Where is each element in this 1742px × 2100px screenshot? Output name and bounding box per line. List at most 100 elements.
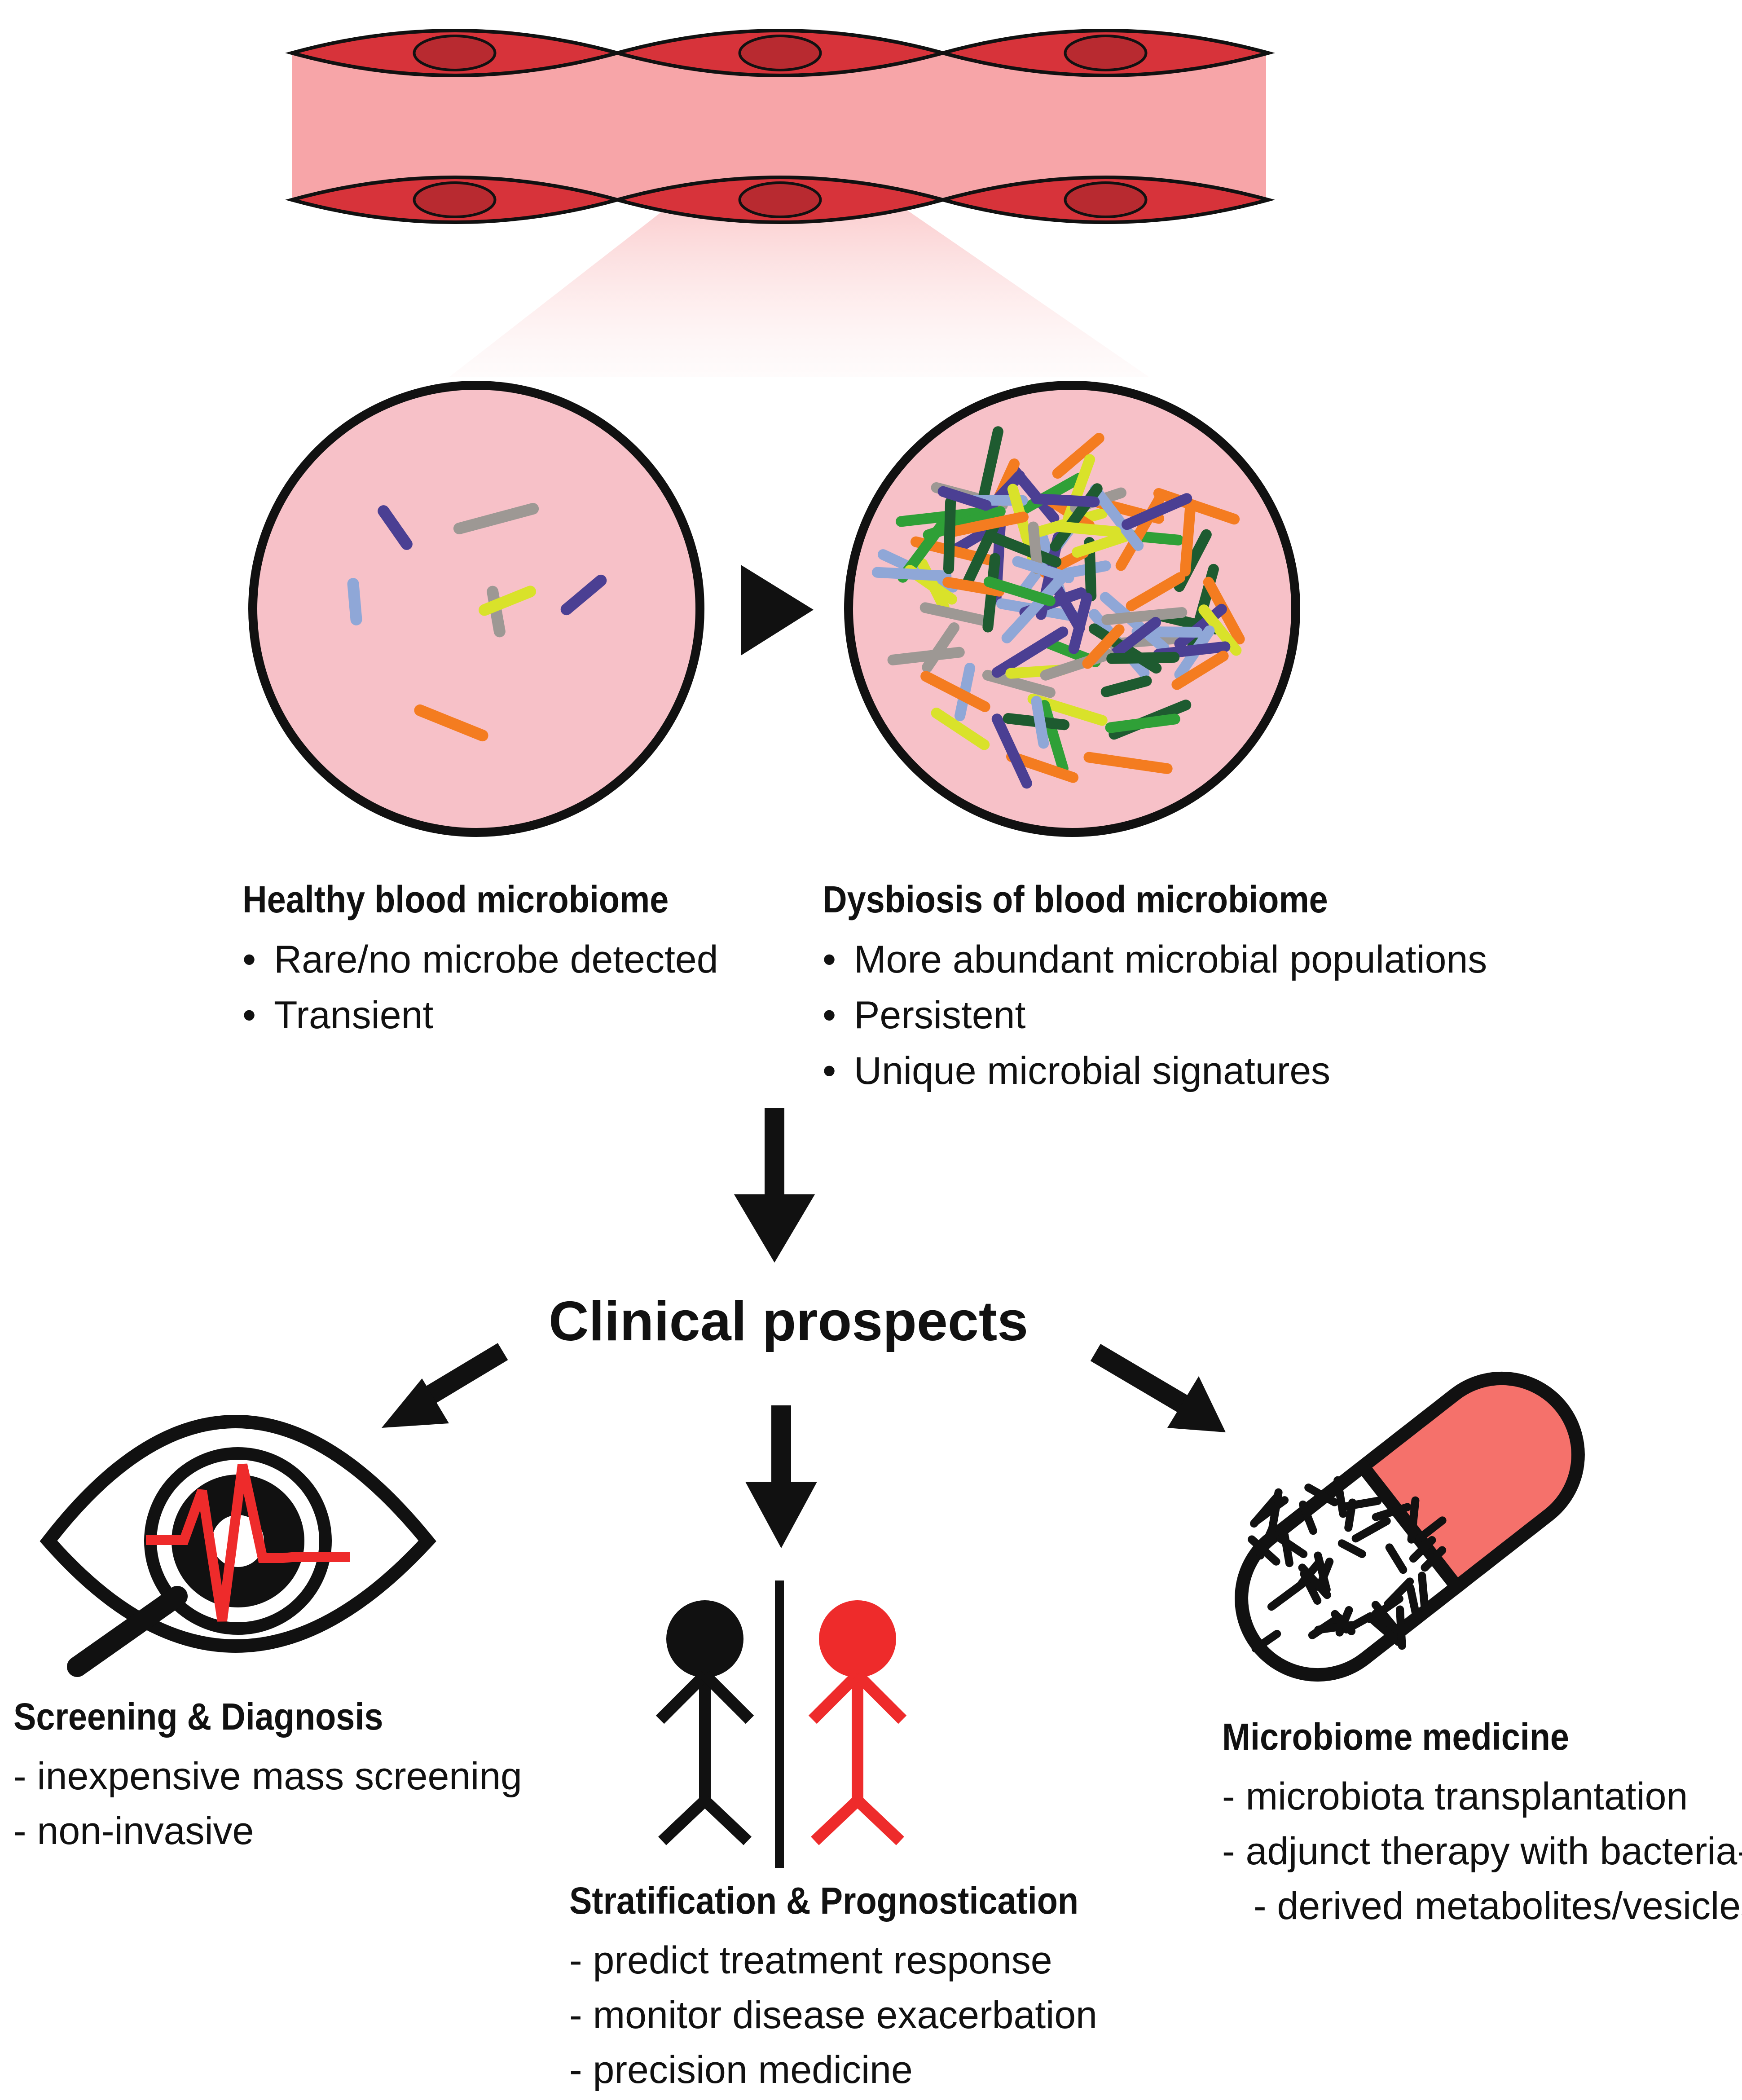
cell-nucleus xyxy=(1064,35,1148,71)
microbe xyxy=(1351,1517,1391,1543)
medicine-point: microbiota transplantation xyxy=(1222,1769,1742,1824)
microbe xyxy=(1371,1601,1399,1632)
dysbiosis-microbiome-circle xyxy=(844,381,1300,837)
microbe xyxy=(1300,1570,1322,1605)
microbe xyxy=(991,626,1069,678)
microbe xyxy=(942,577,1005,597)
microbe xyxy=(1083,752,1173,774)
arrow-to-screening-icon xyxy=(382,1343,508,1428)
microbe xyxy=(1299,1500,1317,1535)
microbe xyxy=(1028,521,1043,574)
microbe xyxy=(1106,652,1180,664)
microbe xyxy=(1198,604,1242,656)
microbe xyxy=(1072,531,1131,558)
microbe xyxy=(1101,607,1188,625)
microbe xyxy=(1314,1551,1331,1594)
healthy-microbiome-circle xyxy=(248,381,704,837)
arrow-to-medicine-icon xyxy=(1090,1344,1226,1432)
microbe xyxy=(887,647,965,665)
microbe xyxy=(1039,700,1069,774)
screening-point: non-invasive xyxy=(13,1804,522,1858)
microbe xyxy=(1267,1580,1306,1611)
microbe xyxy=(1107,616,1161,661)
microbe xyxy=(1105,713,1180,733)
microbe xyxy=(1001,574,1066,643)
stratification-point: predict treatment response xyxy=(569,1933,1097,1988)
microbe xyxy=(896,507,985,527)
dysbiosis-title: Dysbiosis of blood microbiome xyxy=(823,878,1328,920)
microbe xyxy=(1396,1605,1406,1650)
magnification-beam xyxy=(449,121,1149,377)
person-red-icon xyxy=(808,1600,907,1845)
stratification-title: Stratification & Prognostication xyxy=(569,1880,1079,1922)
dysbiosis-point: Persistent xyxy=(823,987,1487,1043)
cell-nucleus xyxy=(738,35,822,71)
healthy-point: Rare/no microbe detected xyxy=(242,932,718,987)
microbe xyxy=(1251,1496,1289,1526)
microbe xyxy=(1126,572,1186,612)
stratification-point: precision medicine xyxy=(569,2043,1097,2097)
cell-nucleus xyxy=(413,181,497,218)
divider-line xyxy=(775,1581,784,1868)
down-arrow-icon xyxy=(734,1108,815,1263)
microbe xyxy=(983,576,1056,607)
medicine-point: adjunct therapy with bacteria- xyxy=(1222,1824,1742,1879)
microbe xyxy=(1331,1610,1356,1635)
healthy-microbes xyxy=(347,503,607,742)
microbe xyxy=(1407,1496,1420,1544)
microbe xyxy=(1179,501,1196,577)
microbe xyxy=(920,671,990,712)
microbe xyxy=(871,567,952,581)
dysbiosis-microbes xyxy=(871,426,1245,789)
microbe xyxy=(347,578,362,625)
microbe xyxy=(1333,1476,1347,1518)
microbe xyxy=(1385,1543,1408,1574)
medicine-points: microbiota transplantation adjunct thera… xyxy=(1222,1769,1742,1933)
microbe xyxy=(1068,592,1092,654)
microbe xyxy=(1344,1498,1357,1532)
dysbiosis-point: Unique microbial signatures xyxy=(823,1043,1487,1099)
microbe xyxy=(453,503,539,534)
microbe xyxy=(1304,1484,1339,1506)
microbe xyxy=(1256,1524,1276,1560)
blood-vessel-icon xyxy=(285,29,1276,224)
microbe xyxy=(1418,1572,1430,1617)
microbe xyxy=(947,511,1029,537)
endothelial-cells-top xyxy=(285,29,1276,77)
microbe xyxy=(1384,1577,1414,1608)
microbe xyxy=(991,713,1032,789)
person-black-icon xyxy=(655,1600,754,1845)
capsule-microbes xyxy=(1248,1476,1447,1653)
microbe xyxy=(931,708,990,750)
microbe xyxy=(937,486,992,511)
screening-title: Screening & Diagnosis xyxy=(13,1695,383,1738)
microbe xyxy=(1018,473,1085,515)
microbe xyxy=(976,426,1003,511)
microbe xyxy=(1122,493,1192,530)
microbe xyxy=(1415,1516,1447,1542)
microbe xyxy=(1171,651,1229,690)
dysbiosis-point: More abundant microbial populations xyxy=(823,932,1487,987)
stratification-point: monitor disease exacerbation xyxy=(569,1988,1097,2043)
transition-arrow-icon xyxy=(741,565,814,656)
microbe xyxy=(1337,1539,1366,1558)
microbe xyxy=(1409,1536,1436,1563)
microbe xyxy=(943,496,956,574)
microbe xyxy=(1012,556,1074,583)
microbe xyxy=(919,602,992,627)
microbe xyxy=(1153,488,1240,525)
cell-nucleus xyxy=(1064,181,1148,218)
microbe xyxy=(923,506,1006,541)
screening-points: inexpensive mass screening non-invasive xyxy=(13,1749,522,1858)
microbe xyxy=(1100,675,1152,697)
microbe xyxy=(1052,433,1104,479)
microbe xyxy=(1251,1629,1281,1653)
microbe xyxy=(1031,696,1049,749)
microbe xyxy=(1421,1546,1447,1572)
microbe xyxy=(982,669,1056,698)
microbe xyxy=(1276,1535,1308,1558)
microbe xyxy=(1090,484,1144,551)
screening-point: inexpensive mass screening xyxy=(13,1749,522,1804)
endothelial-cells-bottom xyxy=(285,176,1276,224)
